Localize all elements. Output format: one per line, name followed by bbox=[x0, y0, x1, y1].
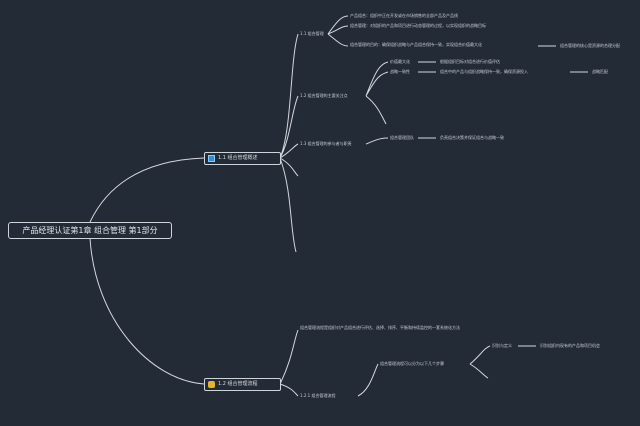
topic-1-3[interactable]: 1.3 组合管理的参与者与职责 bbox=[300, 141, 352, 146]
connector-2-1-child bbox=[357, 363, 379, 397]
leaf-1-1-2[interactable]: 组合管理：对组织的产品和项目进行动态管理的过程，以实现组织的战略目标 bbox=[350, 23, 486, 28]
branch-label: 1.1 组合管理概述 bbox=[218, 155, 258, 161]
leaf-1-3-1-detail[interactable]: 负责组合决策并保证组合与战略一致 bbox=[440, 135, 504, 140]
topic-1-1[interactable]: 1.1 组合管理 bbox=[300, 31, 324, 36]
branch-node-2[interactable]: 1.2 组合管理流程 bbox=[204, 378, 281, 391]
connector-1-3-leaf bbox=[365, 137, 389, 145]
leaf-1-2-1[interactable]: 价值最大化 bbox=[390, 59, 410, 64]
idea-icon bbox=[208, 381, 215, 388]
branch-label: 1.2 组合管理流程 bbox=[218, 381, 258, 387]
topic-2-1[interactable]: 1.2.1 组合管理流程 bbox=[300, 393, 336, 398]
topic-2-1-1[interactable]: 组合管理流程可以分为以下几个步骤 bbox=[380, 361, 444, 366]
connector-2-1-1-leaves bbox=[469, 345, 491, 379]
root-node[interactable]: 产品经理认证第1章 组合管理 第1部分 bbox=[8, 222, 172, 239]
connector-1-2-leaves bbox=[365, 61, 389, 125]
leaf-1-2-2-detail[interactable]: 组合中的产品与组织战略保持一致，确保资源投入 bbox=[440, 69, 528, 74]
leaf-1-2-2[interactable]: 战略一致性 bbox=[390, 69, 410, 74]
connector-1-1-leaves bbox=[327, 15, 349, 47]
leaf-2-1-1-1[interactable]: 识别与定义 bbox=[492, 343, 512, 348]
leaf-1-1-3[interactable]: 组合管理的目的：确保组织战略与产品组合保持一致，实现组合价值最大化 bbox=[350, 42, 482, 47]
leaf-2-1-1-1-detail[interactable]: 识别组织内现有的产品和项目机会 bbox=[540, 343, 600, 348]
connector-root-branch1 bbox=[89, 157, 205, 223]
leaf-1-1-3-detail[interactable]: 组合管理的核心是资源的合理分配 bbox=[560, 43, 620, 48]
topic-1-2[interactable]: 1.2 组合管理的主要关注点 bbox=[300, 93, 348, 98]
connector-branch2-children bbox=[279, 329, 299, 397]
leaf-1-1-1[interactable]: 产品组合：组织中正在开发或在市场销售的全部产品及产品线 bbox=[350, 13, 458, 18]
branch-node-1[interactable]: 1.1 组合管理概述 bbox=[204, 152, 281, 165]
connector-root-branch2 bbox=[89, 237, 205, 385]
book-icon bbox=[208, 155, 215, 162]
topic-2-intro[interactable]: 组合管理流程是组织对产品组合进行评估、选择、排序、平衡和持续监控的一套系统化方法 bbox=[300, 325, 460, 330]
leaf-1-2-2-extra[interactable]: 战略匹配 bbox=[592, 69, 608, 74]
leaf-1-3-1[interactable]: 组合管理团队 bbox=[390, 135, 414, 140]
connector-branch1-children bbox=[279, 33, 299, 253]
leaf-1-2-1-detail[interactable]: 根据组织目标对组合进行价值评估 bbox=[440, 59, 500, 64]
